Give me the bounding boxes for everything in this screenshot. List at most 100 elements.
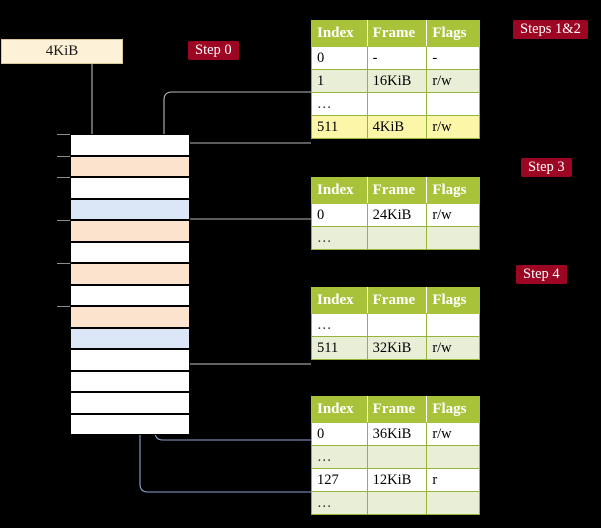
table-row: 1 16KiB r/w <box>311 69 480 93</box>
memory-tick <box>57 134 70 135</box>
cell-frame: 16KiB <box>366 69 428 93</box>
memory-tick <box>57 306 70 307</box>
column-header-frame: Frame <box>366 396 428 423</box>
table-header-row: Index Frame Flags <box>311 287 480 314</box>
memory-row <box>70 134 190 156</box>
wire-step4 <box>173 308 311 365</box>
cell-index: … <box>311 491 368 515</box>
column-header-flags: Flags <box>426 177 480 204</box>
cell-frame: 36KiB <box>366 422 428 446</box>
memory-row <box>70 413 190 435</box>
column-header-flags: Flags <box>426 396 480 423</box>
table-row: … <box>311 445 480 469</box>
table-row: 0 36KiB r/w <box>311 422 480 446</box>
cell-index: 511 <box>311 336 368 360</box>
memory-row <box>70 392 190 414</box>
wire-result-12kib <box>133 208 311 493</box>
cell-index: 1 <box>311 69 368 93</box>
cell-frame: - <box>366 46 428 70</box>
cell-flags: - <box>426 46 480 70</box>
memory-tick <box>57 177 70 178</box>
memory-row <box>70 220 190 242</box>
memory-row <box>70 198 190 220</box>
source-frame-box: 4KiB <box>1 39 123 64</box>
column-header-flags: Flags <box>426 287 480 314</box>
column-header-frame: Frame <box>366 177 428 204</box>
cell-frame <box>366 92 428 116</box>
memory-row <box>70 349 190 371</box>
cell-index: 0 <box>311 203 368 227</box>
memory-tick <box>57 220 70 221</box>
column-header-flags: Flags <box>426 20 480 47</box>
cell-index: … <box>311 313 368 337</box>
cell-frame: 12KiB <box>366 468 428 492</box>
badge-step-0-label: Step 0 <box>195 42 232 58</box>
cell-flags <box>426 445 480 469</box>
badge-step-3-label: Step 3 <box>528 159 565 175</box>
cell-index: … <box>311 226 368 250</box>
column-header-frame: Frame <box>366 287 428 314</box>
memory-row <box>70 177 190 199</box>
table-row: … <box>311 313 480 337</box>
table-row: … <box>311 92 480 116</box>
column-header-index: Index <box>311 287 368 314</box>
cell-flags <box>426 491 480 515</box>
cell-flags: r/w <box>426 336 480 360</box>
memory-tick <box>57 155 70 157</box>
cell-frame <box>366 313 428 337</box>
cell-flags: r/w <box>426 69 480 93</box>
memory-row <box>70 370 190 392</box>
column-header-index: Index <box>311 177 368 204</box>
physical-memory-column <box>70 134 190 435</box>
cell-flags: r/w <box>426 115 480 139</box>
page-table-level-0: Index Frame Flags 0 - - 1 16KiB r/w … <box>311 20 480 139</box>
badge-steps-1-2-label: Steps 1&2 <box>520 21 581 37</box>
table-header-row: Index Frame Flags <box>311 20 480 47</box>
table-row: 0 - - <box>311 46 480 70</box>
cell-flags <box>426 92 480 116</box>
cell-frame: 4KiB <box>366 115 428 139</box>
cell-index: 0 <box>311 46 368 70</box>
cell-frame <box>366 226 428 250</box>
badge-step-4: Step 4 <box>516 265 567 284</box>
page-table-level-1: Index Frame Flags 0 24KiB r/w … <box>311 177 480 250</box>
memory-row <box>70 241 190 263</box>
badge-steps-1-2: Steps 1&2 <box>513 20 588 39</box>
memory-row <box>70 263 190 285</box>
cell-frame: 32KiB <box>366 336 428 360</box>
cell-frame <box>366 491 428 515</box>
table-row: 511 4KiB r/w <box>311 115 480 139</box>
table-row: … <box>311 226 480 250</box>
memory-row <box>70 306 190 328</box>
badge-step-4-label: Step 4 <box>523 266 560 282</box>
column-header-frame: Frame <box>366 20 428 47</box>
column-header-index: Index <box>311 20 368 47</box>
source-frame-label: 4KiB <box>45 43 79 59</box>
cell-flags: r/w <box>426 422 480 446</box>
cell-index: 127 <box>311 468 368 492</box>
cell-index: … <box>311 445 368 469</box>
cell-index: 511 <box>311 115 368 139</box>
memory-tick <box>57 263 70 264</box>
wire-steps12-out <box>174 142 311 246</box>
table-row: 127 12KiB r <box>311 468 480 492</box>
cell-flags <box>426 226 480 250</box>
table-header-row: Index Frame Flags <box>311 177 480 204</box>
cell-index: … <box>311 92 368 116</box>
column-header-index: Index <box>311 396 368 423</box>
cell-frame <box>366 445 428 469</box>
cell-flags: r <box>426 468 480 492</box>
page-table-level-2: Index Frame Flags … 511 32KiB r/w <box>311 287 480 360</box>
cell-flags: r/w <box>426 203 480 227</box>
wire-step3 <box>179 218 311 290</box>
memory-row <box>70 284 190 306</box>
cell-flags <box>426 313 480 337</box>
badge-step-3: Step 3 <box>521 158 572 177</box>
badge-step-0: Step 0 <box>188 41 239 60</box>
table-row: … <box>311 491 480 515</box>
page-table-level-3: Index Frame Flags 0 36KiB r/w … 127 12Ki… <box>311 396 480 515</box>
memory-row <box>70 155 190 177</box>
table-row: 511 32KiB r/w <box>311 336 480 360</box>
cell-frame: 24KiB <box>366 203 428 227</box>
memory-row <box>70 327 190 349</box>
